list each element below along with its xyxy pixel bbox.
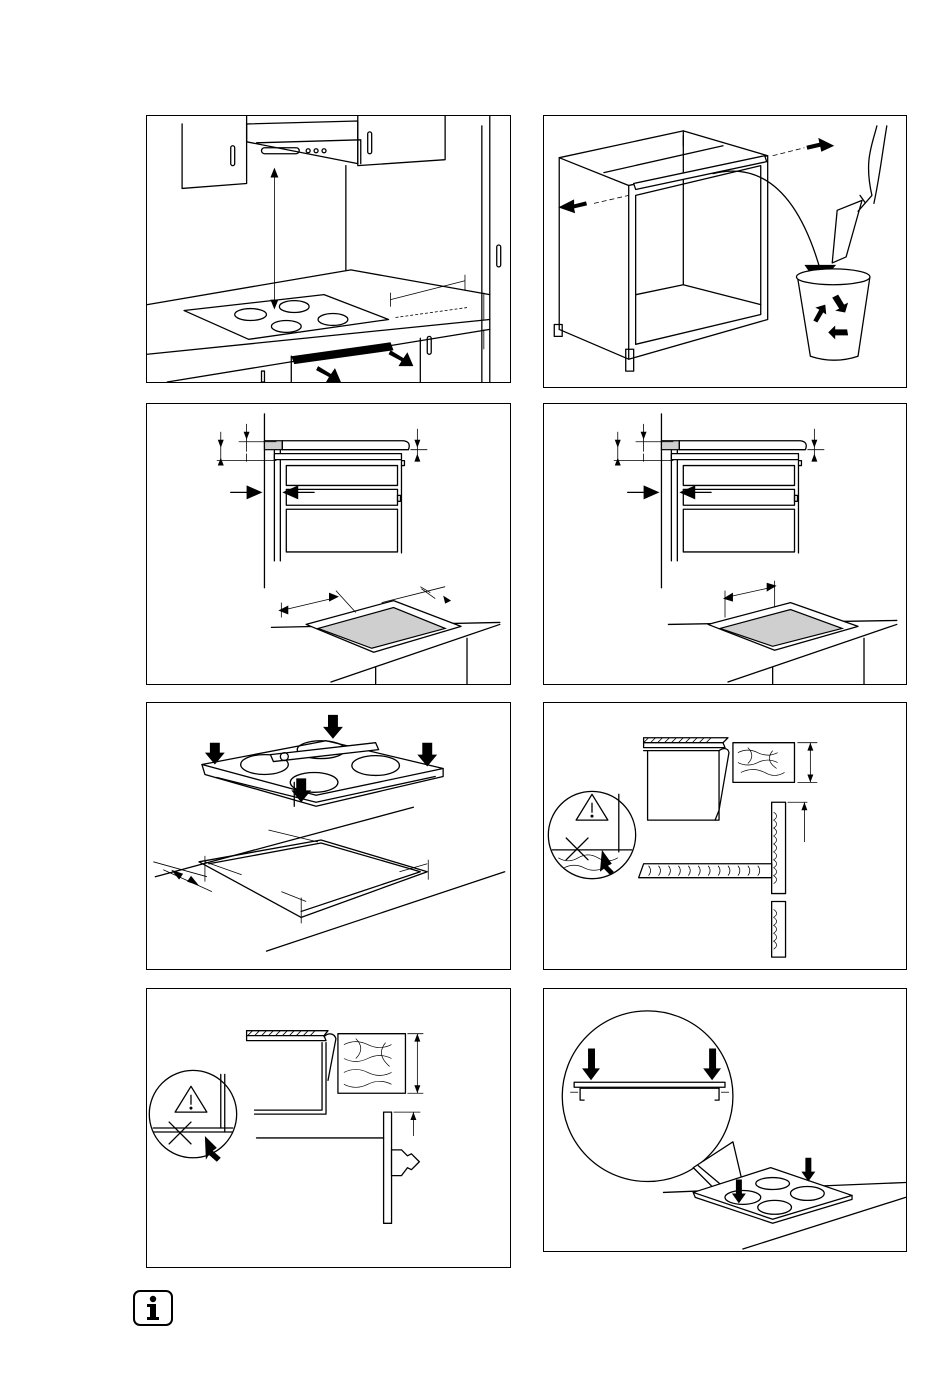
insert-hob-drawing — [147, 703, 510, 969]
press-hob-drawing — [544, 989, 906, 1251]
figure-cutout-side — [146, 403, 511, 685]
figure-cutout-rear — [543, 403, 907, 685]
worktop-thickness-drawing — [544, 703, 906, 969]
cutout-rear-drawing — [544, 404, 906, 684]
figure-insert-hob — [146, 702, 511, 970]
clearance-below-drawing — [147, 989, 510, 1267]
figure-worktop-thickness — [543, 702, 907, 970]
hood-clearance-drawing — [147, 116, 510, 382]
figure-clearance-below — [146, 988, 511, 1268]
figure-press-hob — [543, 988, 907, 1252]
remove-crossbar-drawing — [544, 116, 906, 387]
figure-remove-crossbar — [543, 115, 907, 388]
cutout-side-drawing — [147, 404, 510, 684]
figure-hood-clearance — [146, 115, 511, 383]
info-glyph — [135, 1292, 171, 1324]
info-icon — [133, 1290, 173, 1326]
